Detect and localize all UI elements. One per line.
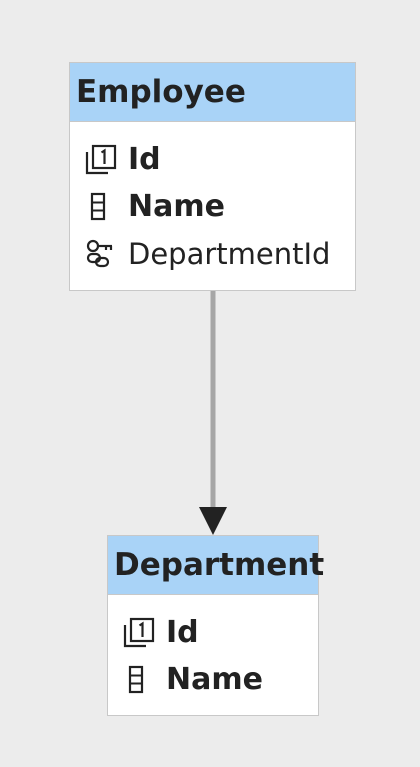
property-label: Name [128,189,225,224]
required-property-icon [84,190,118,224]
property-row-id[interactable]: Id [108,609,318,656]
property-label: Name [166,662,263,697]
entity-properties: Id Name [70,122,355,277]
property-row-id[interactable]: Id [70,136,355,183]
primary-key-icon [84,143,118,177]
entity-title: Department [114,547,325,583]
entity-title: Employee [76,74,246,110]
primary-key-icon [122,616,156,650]
property-label: DepartmentId [128,236,331,271]
entity-header-employee[interactable]: Employee [70,63,355,122]
entity-department[interactable]: Department Id Name [107,535,324,716]
entity-properties: Id Name [108,595,318,703]
property-label: Id [128,142,161,177]
property-label: Id [166,615,199,650]
foreign-key-icon [84,237,118,271]
relationship-arrowhead [199,507,227,535]
entity-employee[interactable]: Employee Id Name [69,62,356,291]
required-property-icon [122,663,156,697]
property-row-name[interactable]: Name [70,183,355,230]
property-row-name[interactable]: Name [108,656,318,703]
entity-header-department[interactable]: Department [108,536,324,595]
property-row-departmentid[interactable]: DepartmentId [70,230,355,277]
